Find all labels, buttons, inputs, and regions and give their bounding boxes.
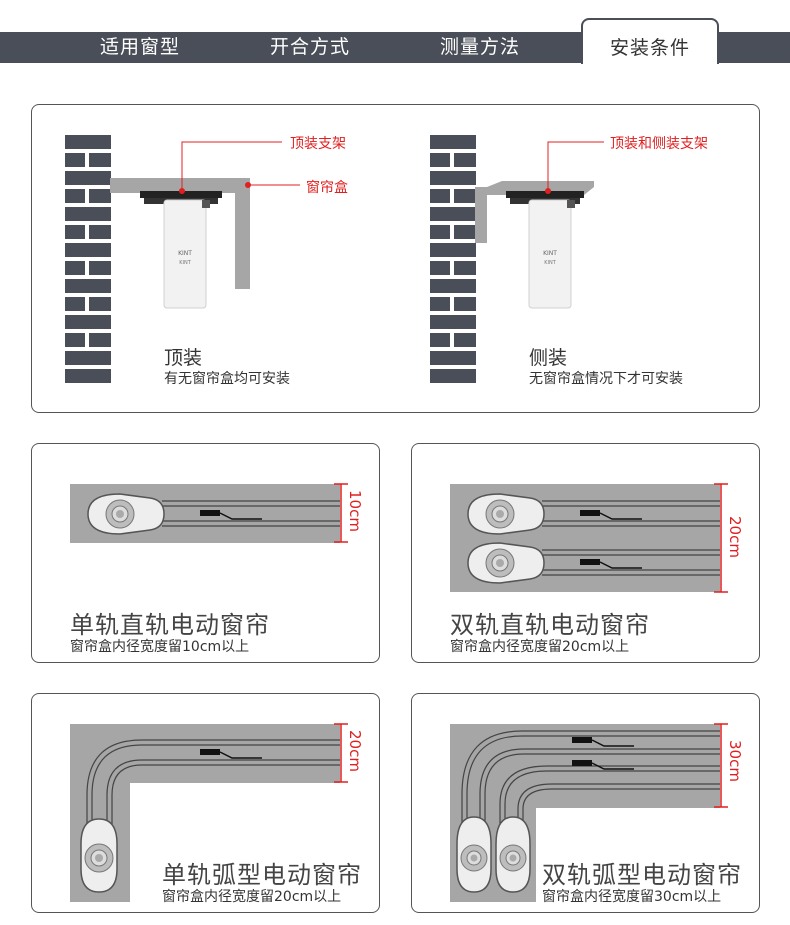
card-single-curved: 20cm 单轨弧型电动窗帘 窗帘盒内径宽度留20cm以上: [31, 693, 380, 913]
top-mount-subtitle: 有无窗帘盒均可安装: [164, 371, 290, 387]
top-mount-title: 顶装: [164, 347, 203, 369]
motor-head-d2: [495, 816, 531, 893]
single-straight-diagram: [70, 483, 348, 543]
top-bracket-left: [140, 191, 222, 198]
installation-methods-panel: KINT KINT: [31, 104, 760, 413]
dimension-a: 10cm: [346, 490, 364, 532]
installation-diagrams: KINT KINT: [65, 135, 604, 383]
tab-measurement[interactable]: 测量方法: [439, 36, 520, 58]
side-mount-subtitle: 无窗帘盒情况下才可安装: [529, 371, 683, 387]
motor-right: KINT KINT: [528, 199, 575, 309]
dimension-c: 20cm: [346, 730, 364, 772]
card-c-subtitle: 窗帘盒内径宽度留20cm以上: [162, 889, 342, 905]
card-double-straight: 20cm 双轨直轨电动窗帘 窗帘盒内径宽度留20cm以上: [411, 443, 760, 663]
tab-opening-methods[interactable]: 开合方式: [269, 36, 350, 58]
callout-top-side-bracket: 顶装和侧装支架: [610, 136, 708, 152]
brick-wall-left: [65, 135, 111, 383]
tab-installation-conditions[interactable]: 安装条件: [581, 18, 719, 64]
double-straight-diagram: [450, 483, 728, 593]
motor-left: KINT KINT: [163, 199, 210, 309]
callout-top-bracket: 顶装支架: [290, 136, 346, 152]
callout-curtain-box: 窗帘盒: [306, 180, 348, 196]
motor-head-b1: [467, 493, 545, 535]
card-b-subtitle: 窗帘盒内径宽度留20cm以上: [450, 639, 630, 655]
card-single-straight: 10cm 单轨直轨电动窗帘 窗帘盒内径宽度留10cm以上: [31, 443, 380, 663]
dimension-d: 30cm: [726, 740, 744, 782]
card-d-subtitle: 窗帘盒内径宽度留30cm以上: [542, 889, 722, 905]
card-a-subtitle: 窗帘盒内径宽度留10cm以上: [70, 639, 250, 655]
motor-head-a: [87, 493, 165, 535]
curtain-box-left: [110, 178, 250, 289]
card-double-curved: 30cm 双轨弧型电动窗帘 窗帘盒内径宽度留30cm以上: [411, 693, 760, 913]
tab-window-types[interactable]: 适用窗型: [99, 36, 180, 58]
side-mount-title: 侧装: [529, 347, 568, 369]
svg-text:KINT: KINT: [179, 260, 191, 266]
card-c-title: 单轨弧型电动窗帘: [162, 861, 362, 889]
card-b-title: 双轨直轨电动窗帘: [450, 611, 650, 639]
svg-text:KINT: KINT: [543, 250, 557, 257]
card-a-title: 单轨直轨电动窗帘: [70, 611, 270, 639]
svg-text:KINT: KINT: [178, 250, 192, 257]
brick-wall-right: [430, 135, 476, 383]
motor-head-d1: [456, 816, 492, 893]
single-curved-diagram: [70, 723, 348, 902]
motor-head-b2: [467, 542, 545, 584]
dimension-b: 20cm: [726, 516, 744, 558]
double-curved-diagram: [450, 723, 728, 902]
svg-text:KINT: KINT: [544, 260, 556, 266]
motor-head-c: [80, 818, 118, 893]
card-d-title: 双轨弧型电动窗帘: [542, 861, 742, 889]
